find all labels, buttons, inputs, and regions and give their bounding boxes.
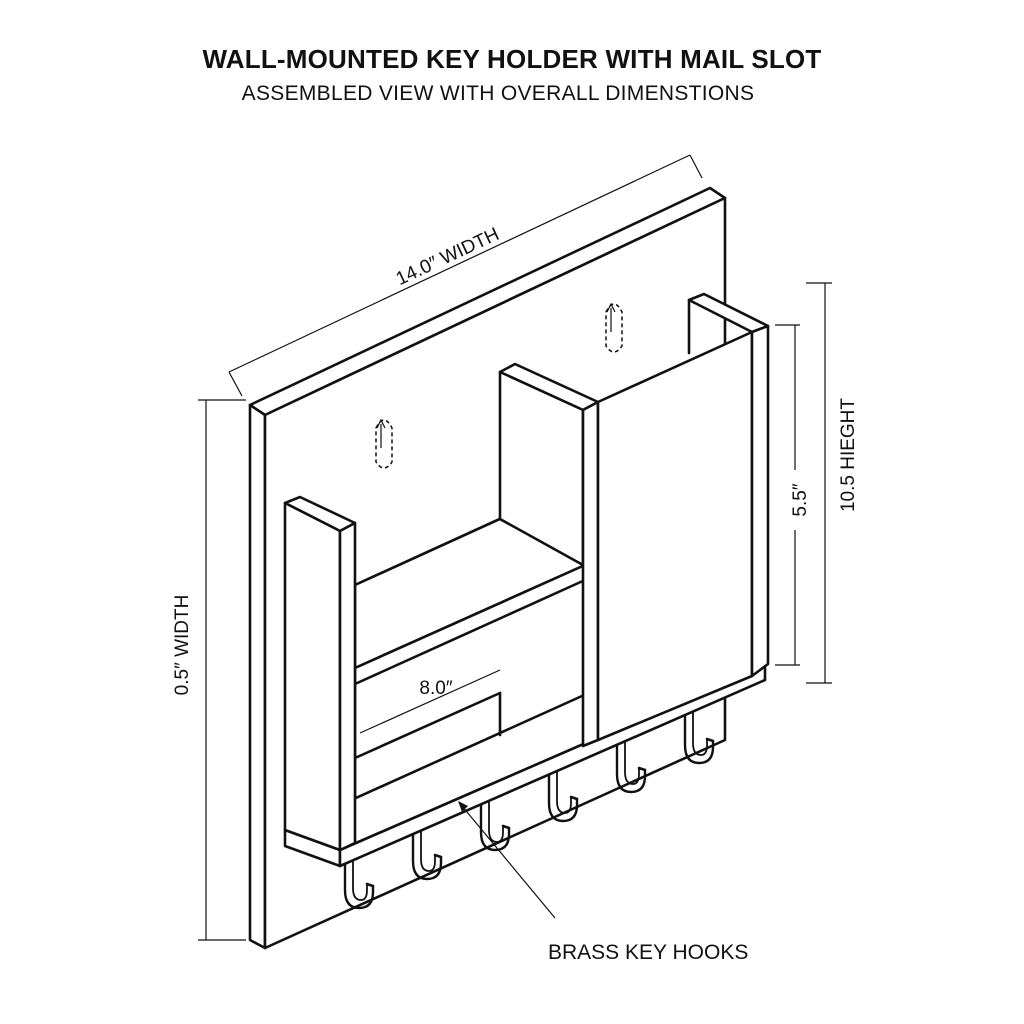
diagram-title: WALL-MOUNTED KEY HOLDER WITH MAIL SLOT xyxy=(202,44,822,74)
key-hook-tip xyxy=(569,795,579,801)
callout-brass-key-hooks: BRASS KEY HOOKS xyxy=(458,801,748,964)
key-hook-inner xyxy=(556,760,572,814)
key-hook-outer xyxy=(343,848,375,910)
callout-arrowhead xyxy=(458,801,468,812)
key-hook-outer xyxy=(411,819,443,881)
right-panel-edge xyxy=(750,324,770,678)
callout-leader-line xyxy=(461,805,556,919)
key-hook-outer xyxy=(479,790,511,852)
dim-overall-height-gap xyxy=(836,380,862,520)
left-panel-edge xyxy=(338,521,357,852)
dimension-left-depth: 0.5″ WIDTH xyxy=(172,399,246,941)
key-hook-inner xyxy=(624,731,640,785)
dim-top-width-line xyxy=(228,154,691,373)
dim-shelf-width-label: 8.0″ xyxy=(419,678,452,699)
keyhole-right-arrow xyxy=(606,302,616,332)
keyhole-hanger-right xyxy=(605,302,623,353)
key-hook-outer xyxy=(615,732,647,794)
shelf-unit xyxy=(283,292,770,868)
left-panel-face xyxy=(283,501,342,852)
callout-label: BRASS KEY HOOKS xyxy=(548,941,748,964)
bottom-compartment-edge xyxy=(353,691,502,760)
dim-top-width-ext-right xyxy=(689,154,703,179)
dim-shelf-width-line xyxy=(359,669,501,734)
dimension-shelf-width: 8.0″ xyxy=(359,669,501,734)
key-hooks xyxy=(343,702,715,910)
dim-left-depth-label: 0.5″ WIDTH xyxy=(172,595,193,696)
key-hook-tip xyxy=(365,882,375,888)
dim-slot-height-label: 5.5″ xyxy=(790,483,811,516)
mail-slot-front-panel xyxy=(596,330,754,742)
key-hook xyxy=(547,760,579,823)
key-hook-inner xyxy=(420,818,436,872)
dim-slot-height-gap xyxy=(786,470,806,530)
key-hook-tip xyxy=(637,766,647,772)
dim-top-width-ext-left xyxy=(228,371,243,397)
dimension-slot-height: 5.5″ xyxy=(775,324,811,666)
key-hook-inner xyxy=(488,789,504,843)
key-hook-outer xyxy=(683,703,715,765)
dimension-overall-height: 10.5 HIEGHT xyxy=(806,282,862,684)
key-hook xyxy=(411,818,443,881)
mail-slot-divider-edge xyxy=(581,400,600,748)
key-hook xyxy=(479,789,511,852)
key-hook-inner xyxy=(692,702,708,756)
back-board-side-edge xyxy=(248,403,267,950)
key-hook xyxy=(343,847,375,910)
diagram-subtitle: ASSEMBLED VIEW WITH OVERALL DIMENSTIONS xyxy=(241,82,755,105)
key-hook-outer xyxy=(547,761,579,823)
key-hook xyxy=(615,731,647,794)
dim-overall-height-label: 10.5 HIEGHT xyxy=(838,398,859,512)
dim-top-width-label: 14.0″ WIDTH xyxy=(393,224,503,290)
key-hook-inner xyxy=(352,847,368,901)
keyhole-left-arrow xyxy=(376,418,386,448)
keyhole-hanger-left xyxy=(375,418,393,469)
key-hook-tip xyxy=(501,824,511,830)
key-hook xyxy=(683,702,715,765)
key-hook-tip xyxy=(433,853,443,859)
key-hook-tip xyxy=(705,737,715,743)
